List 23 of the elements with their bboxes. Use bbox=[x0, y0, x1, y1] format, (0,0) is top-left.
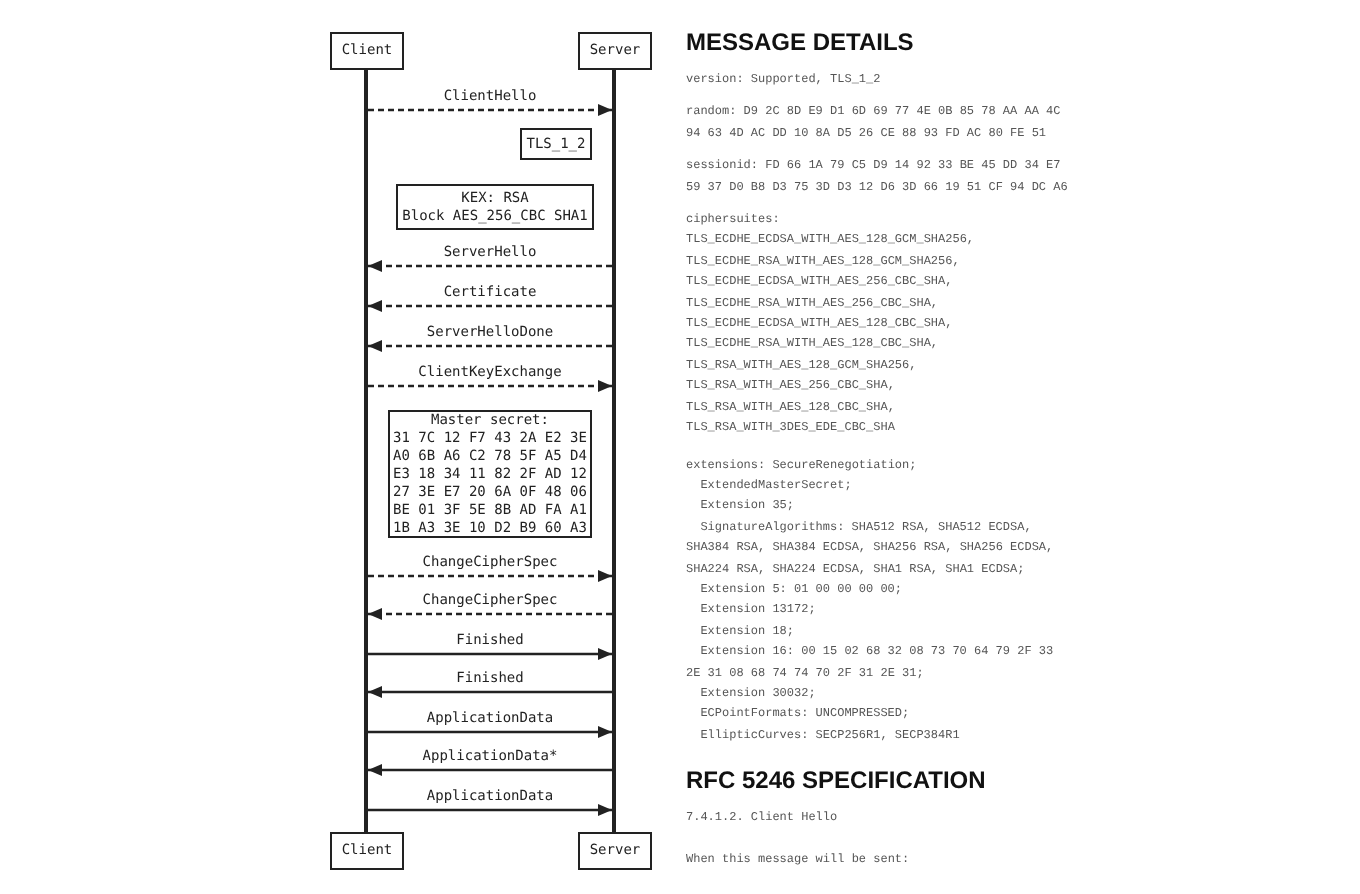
lifeline bbox=[612, 70, 616, 832]
message-arrow bbox=[368, 570, 612, 582]
message-arrow bbox=[368, 686, 612, 698]
message-arrow bbox=[368, 340, 612, 352]
message-arrow bbox=[368, 804, 612, 816]
participant-box bbox=[578, 832, 652, 870]
participant-box bbox=[330, 832, 404, 870]
participant-box bbox=[578, 32, 652, 70]
message-arrow bbox=[368, 260, 612, 272]
message-arrow bbox=[368, 648, 612, 660]
lifeline bbox=[364, 70, 368, 832]
participant-box bbox=[330, 32, 404, 70]
message-arrow bbox=[368, 380, 612, 392]
note-box bbox=[520, 128, 592, 160]
message-arrow bbox=[368, 764, 612, 776]
note-box bbox=[388, 410, 592, 538]
message-arrow bbox=[368, 300, 612, 312]
message-arrow bbox=[368, 726, 612, 738]
section-heading: MESSAGE DETAILS bbox=[686, 28, 916, 58]
section-heading: RFC 5246 SPECIFICATION bbox=[686, 766, 988, 797]
message-arrow bbox=[368, 104, 612, 116]
message-arrow bbox=[368, 608, 612, 620]
note-box bbox=[396, 184, 594, 230]
